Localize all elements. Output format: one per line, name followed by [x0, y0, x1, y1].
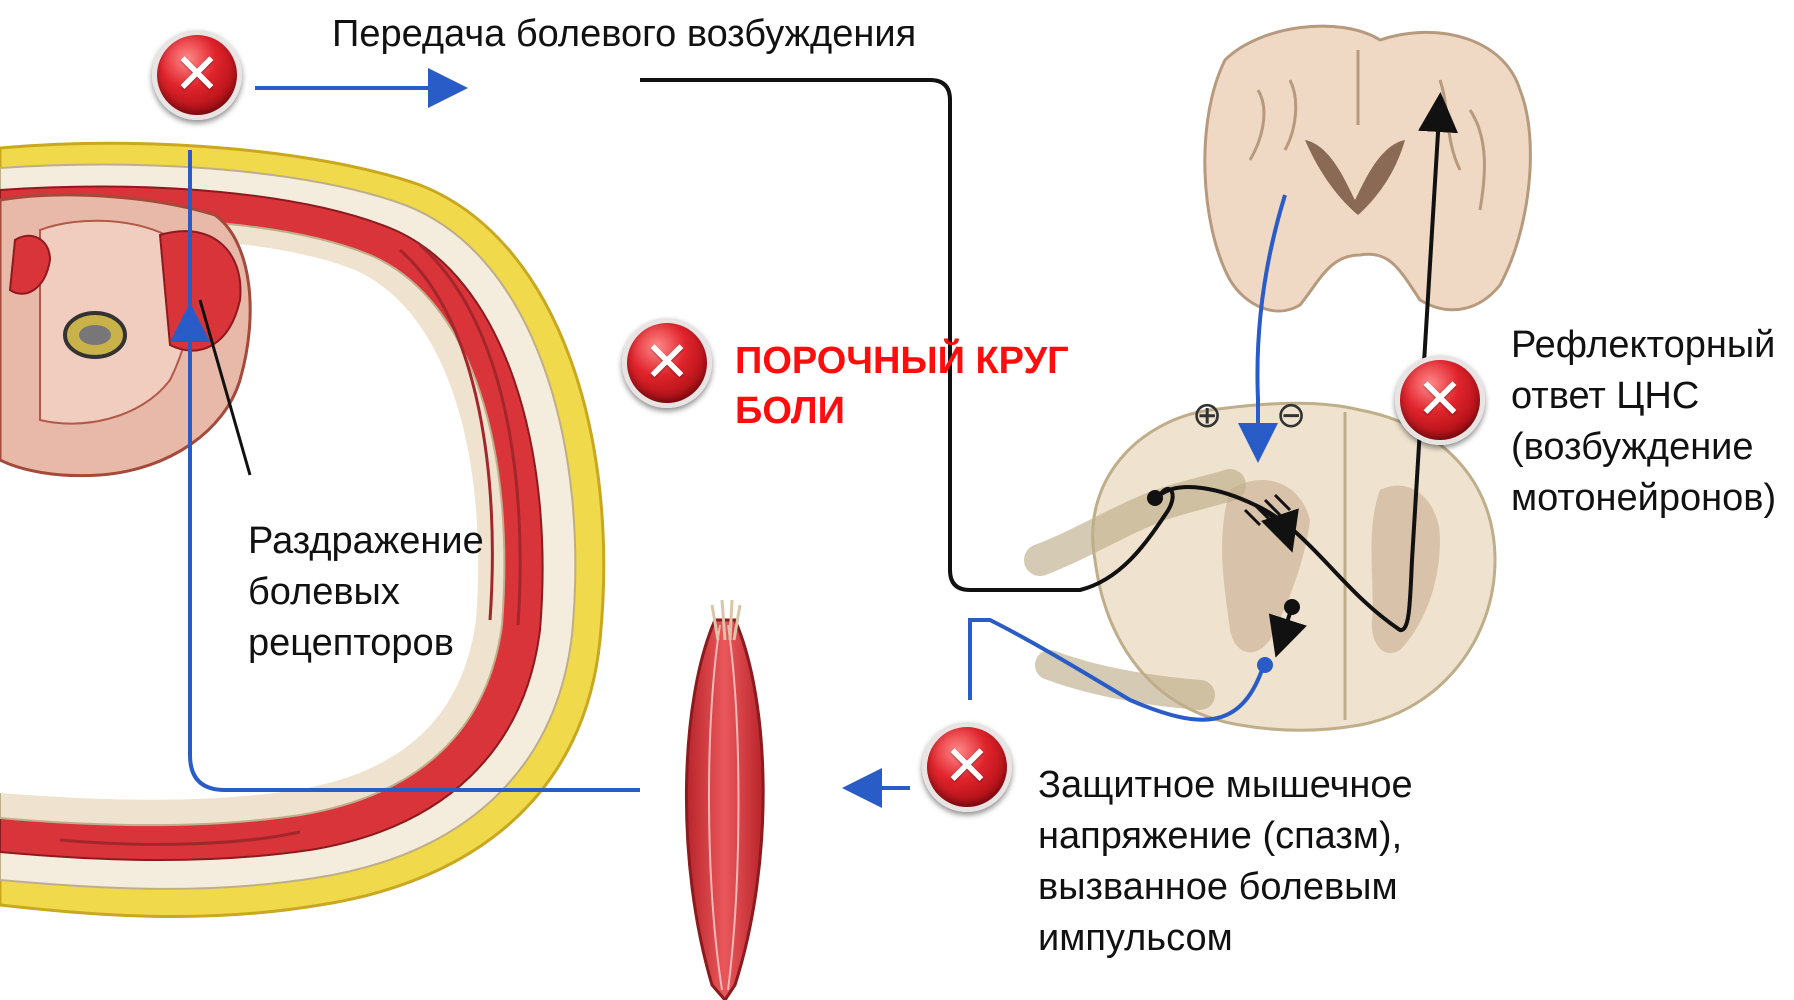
receptor-irritation-line: Раздражение	[248, 516, 484, 567]
reflex-response-line: мотонейронов)	[1511, 473, 1776, 524]
receptor-irritation-line: рецепторов	[248, 618, 484, 669]
muscle-illustration	[686, 600, 763, 1000]
muscle-tension-line: вызванное болевым	[1038, 862, 1413, 913]
spinal-cord-illustration	[1040, 403, 1495, 730]
minus-sign: ⊖	[1276, 395, 1306, 436]
close-icon: ✕	[1417, 372, 1464, 428]
close-icon: ✕	[174, 47, 221, 103]
transmission-label: Передача болевого возбуждения	[332, 9, 916, 60]
vicious-circle-line: БОЛИ	[735, 386, 1069, 436]
reflex-response-line: ответ ЦНС	[1511, 371, 1776, 422]
afferent-pathway	[640, 80, 1173, 590]
close-icon: ✕	[944, 739, 991, 795]
vicious-circle-title: ПОРОЧНЫЙ КРУГ БОЛИ	[735, 336, 1069, 436]
close-icon: ✕	[644, 335, 691, 391]
close-icon[interactable]: ✕	[1395, 355, 1485, 445]
plus-sign: ⊕	[1192, 395, 1222, 436]
vicious-circle-line: ПОРОЧНЫЙ КРУГ	[735, 336, 1069, 386]
receptor-irritation-line: болевых	[248, 567, 484, 618]
brain-illustration	[1205, 26, 1531, 311]
receptor-irritation-label: Раздражение болевых рецепторов	[248, 516, 484, 669]
muscle-tension-line: импульсом	[1038, 913, 1413, 964]
reflex-response-label: Рефлекторный ответ ЦНС (возбуждение мото…	[1511, 320, 1776, 524]
muscle-tension-label: Защитное мышечное напряжение (спазм), вы…	[1038, 760, 1413, 964]
muscle-tension-line: Защитное мышечное	[1038, 760, 1413, 811]
muscle-tension-line: напряжение (спазм),	[1038, 811, 1413, 862]
close-icon[interactable]: ✕	[922, 722, 1012, 812]
close-icon[interactable]: ✕	[152, 30, 242, 120]
reflex-response-line: (возбуждение	[1511, 422, 1776, 473]
close-icon[interactable]: ✕	[622, 318, 712, 408]
reflex-response-line: Рефлекторный	[1511, 320, 1776, 371]
